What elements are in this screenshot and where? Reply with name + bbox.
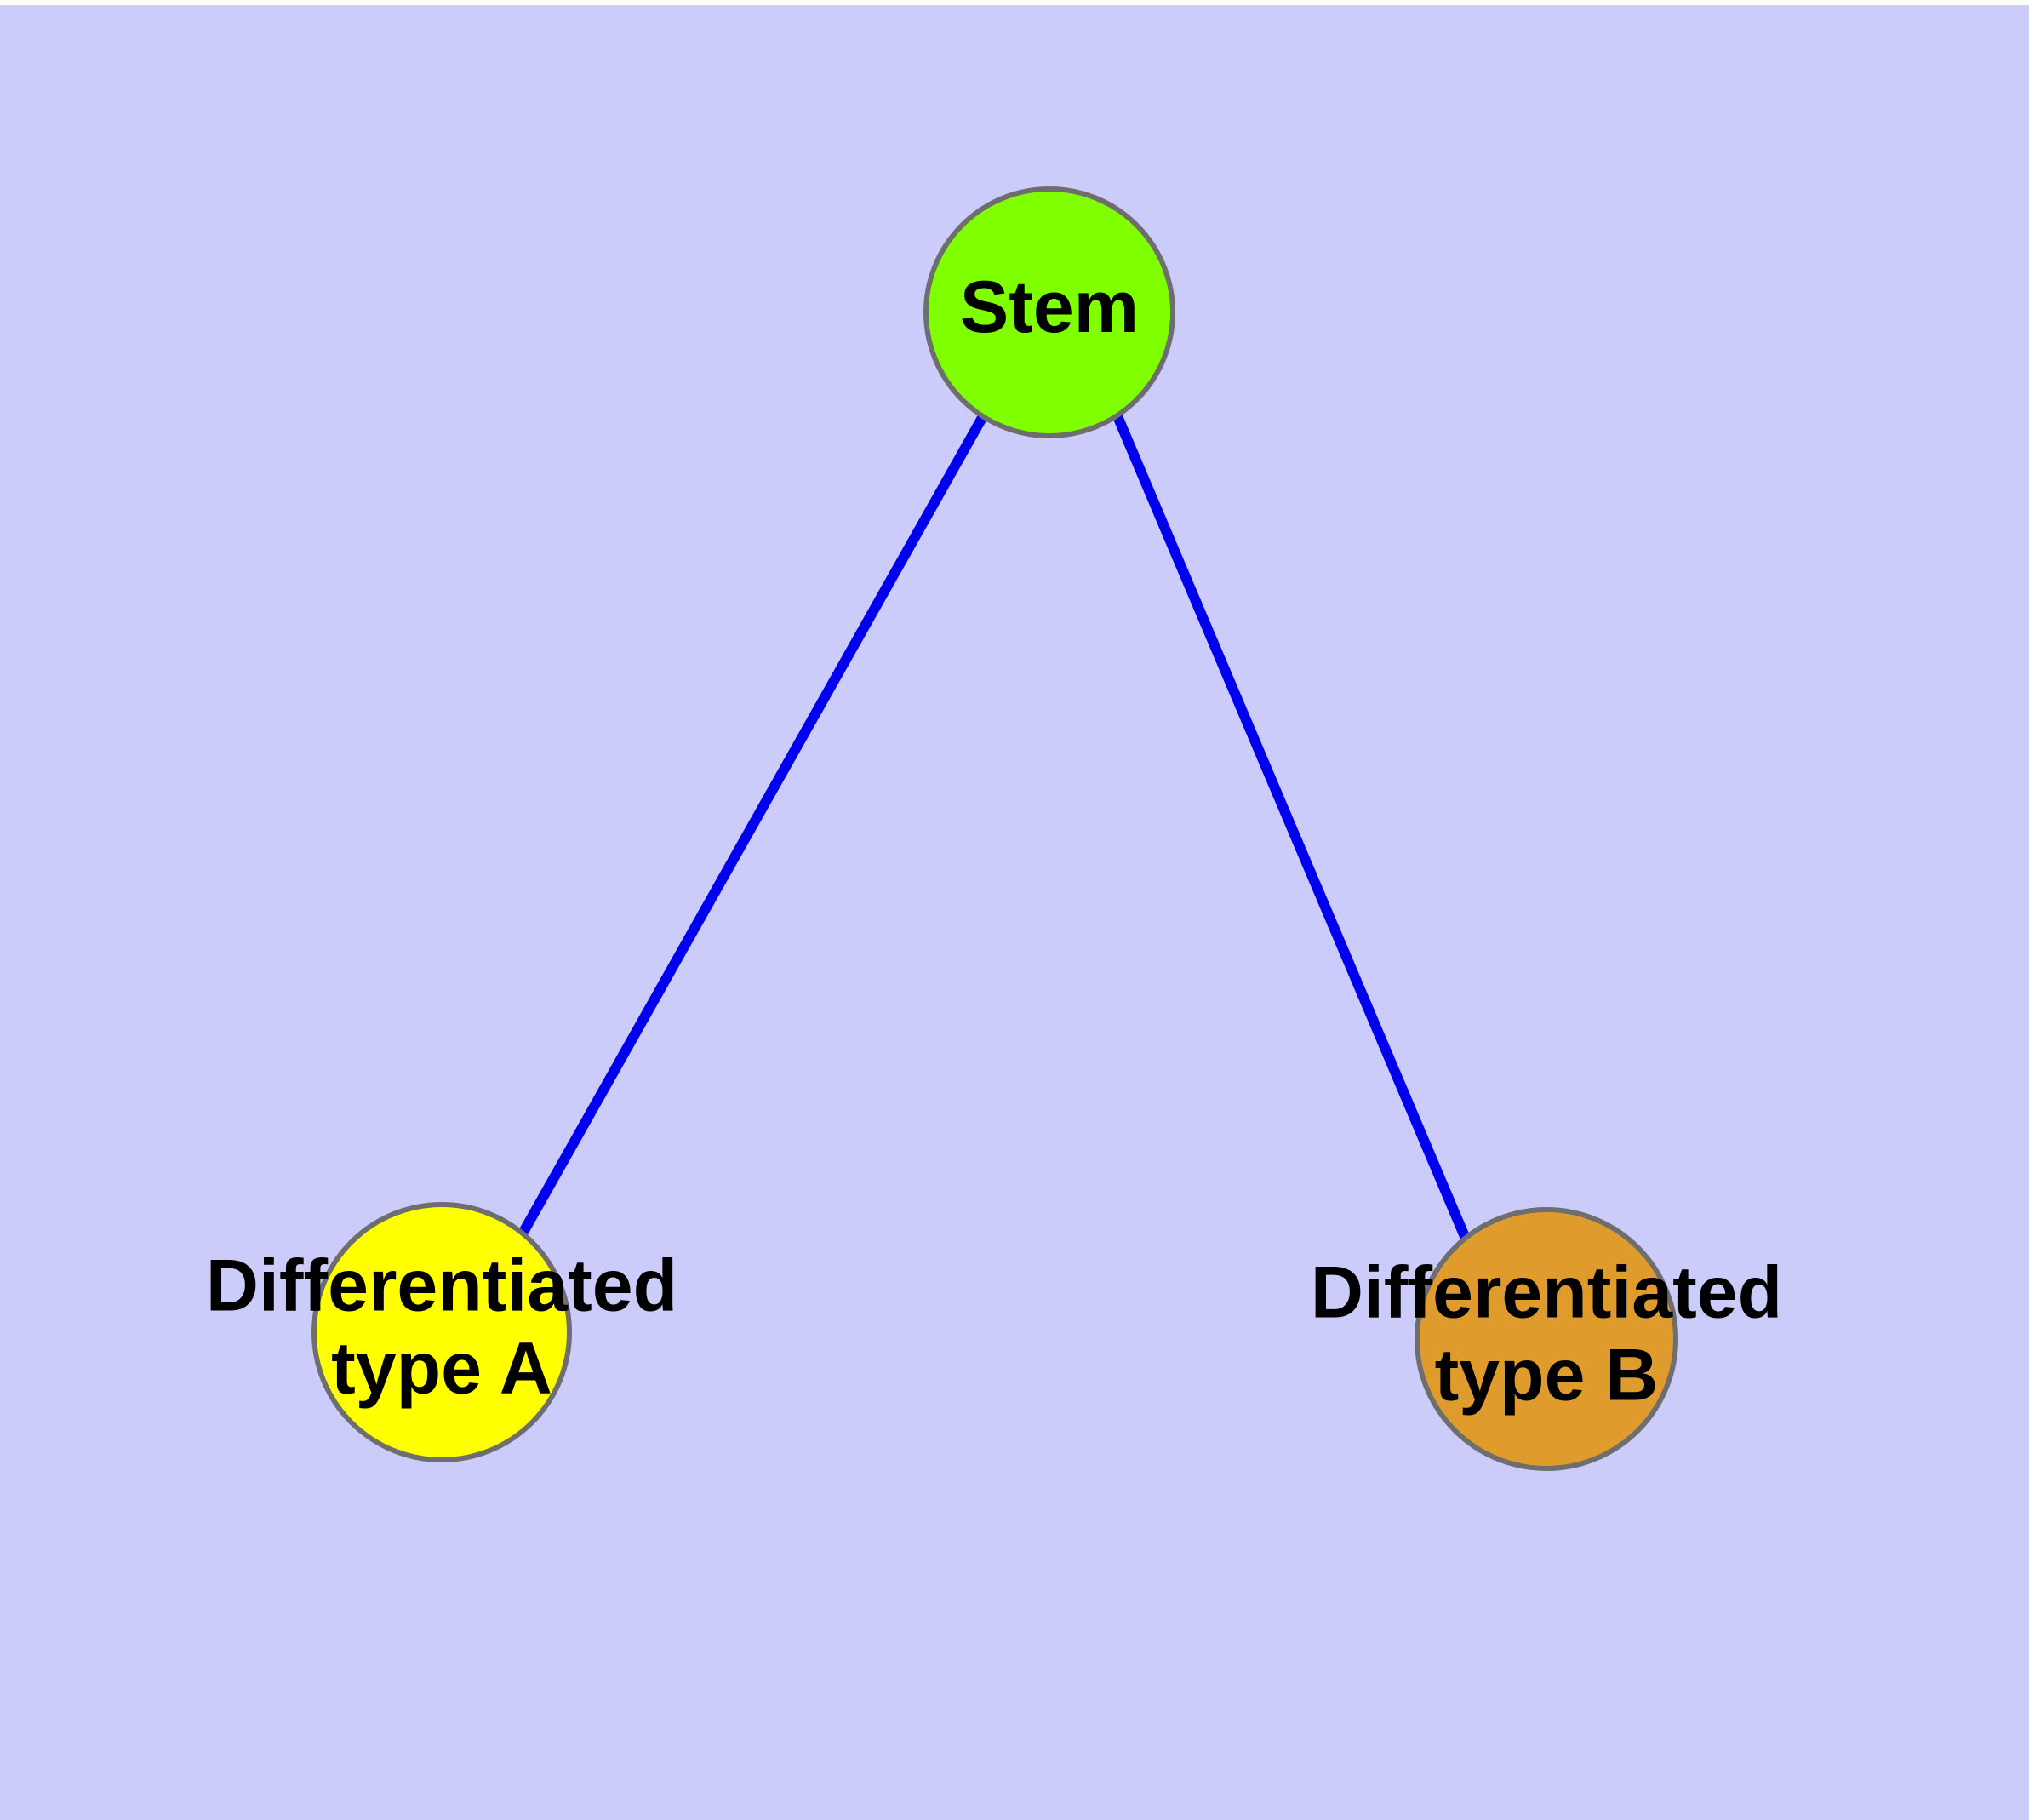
edges-layer	[517, 414, 1471, 1241]
graph-node-label-line: type B	[1435, 1334, 1659, 1416]
graph-node-label-line: Stem	[960, 266, 1139, 348]
nodes-layer	[311, 186, 1678, 1471]
graph-node-label-line: type A	[331, 1327, 552, 1409]
graph-node-label-stem: Stem	[960, 266, 1139, 348]
graph-node-stem[interactable]	[923, 186, 1175, 438]
graph-node-diff-b[interactable]	[1415, 1207, 1678, 1471]
graph-node-label-line: Differentiated	[1311, 1251, 1782, 1333]
graph-node-diff-a[interactable]	[311, 1202, 572, 1462]
graph-node-label-line: Differentiated	[206, 1245, 677, 1326]
graph-edge-stem-to-diff-a[interactable]	[517, 414, 988, 1236]
graph-edge-stem-to-diff-b[interactable]	[1112, 414, 1471, 1241]
